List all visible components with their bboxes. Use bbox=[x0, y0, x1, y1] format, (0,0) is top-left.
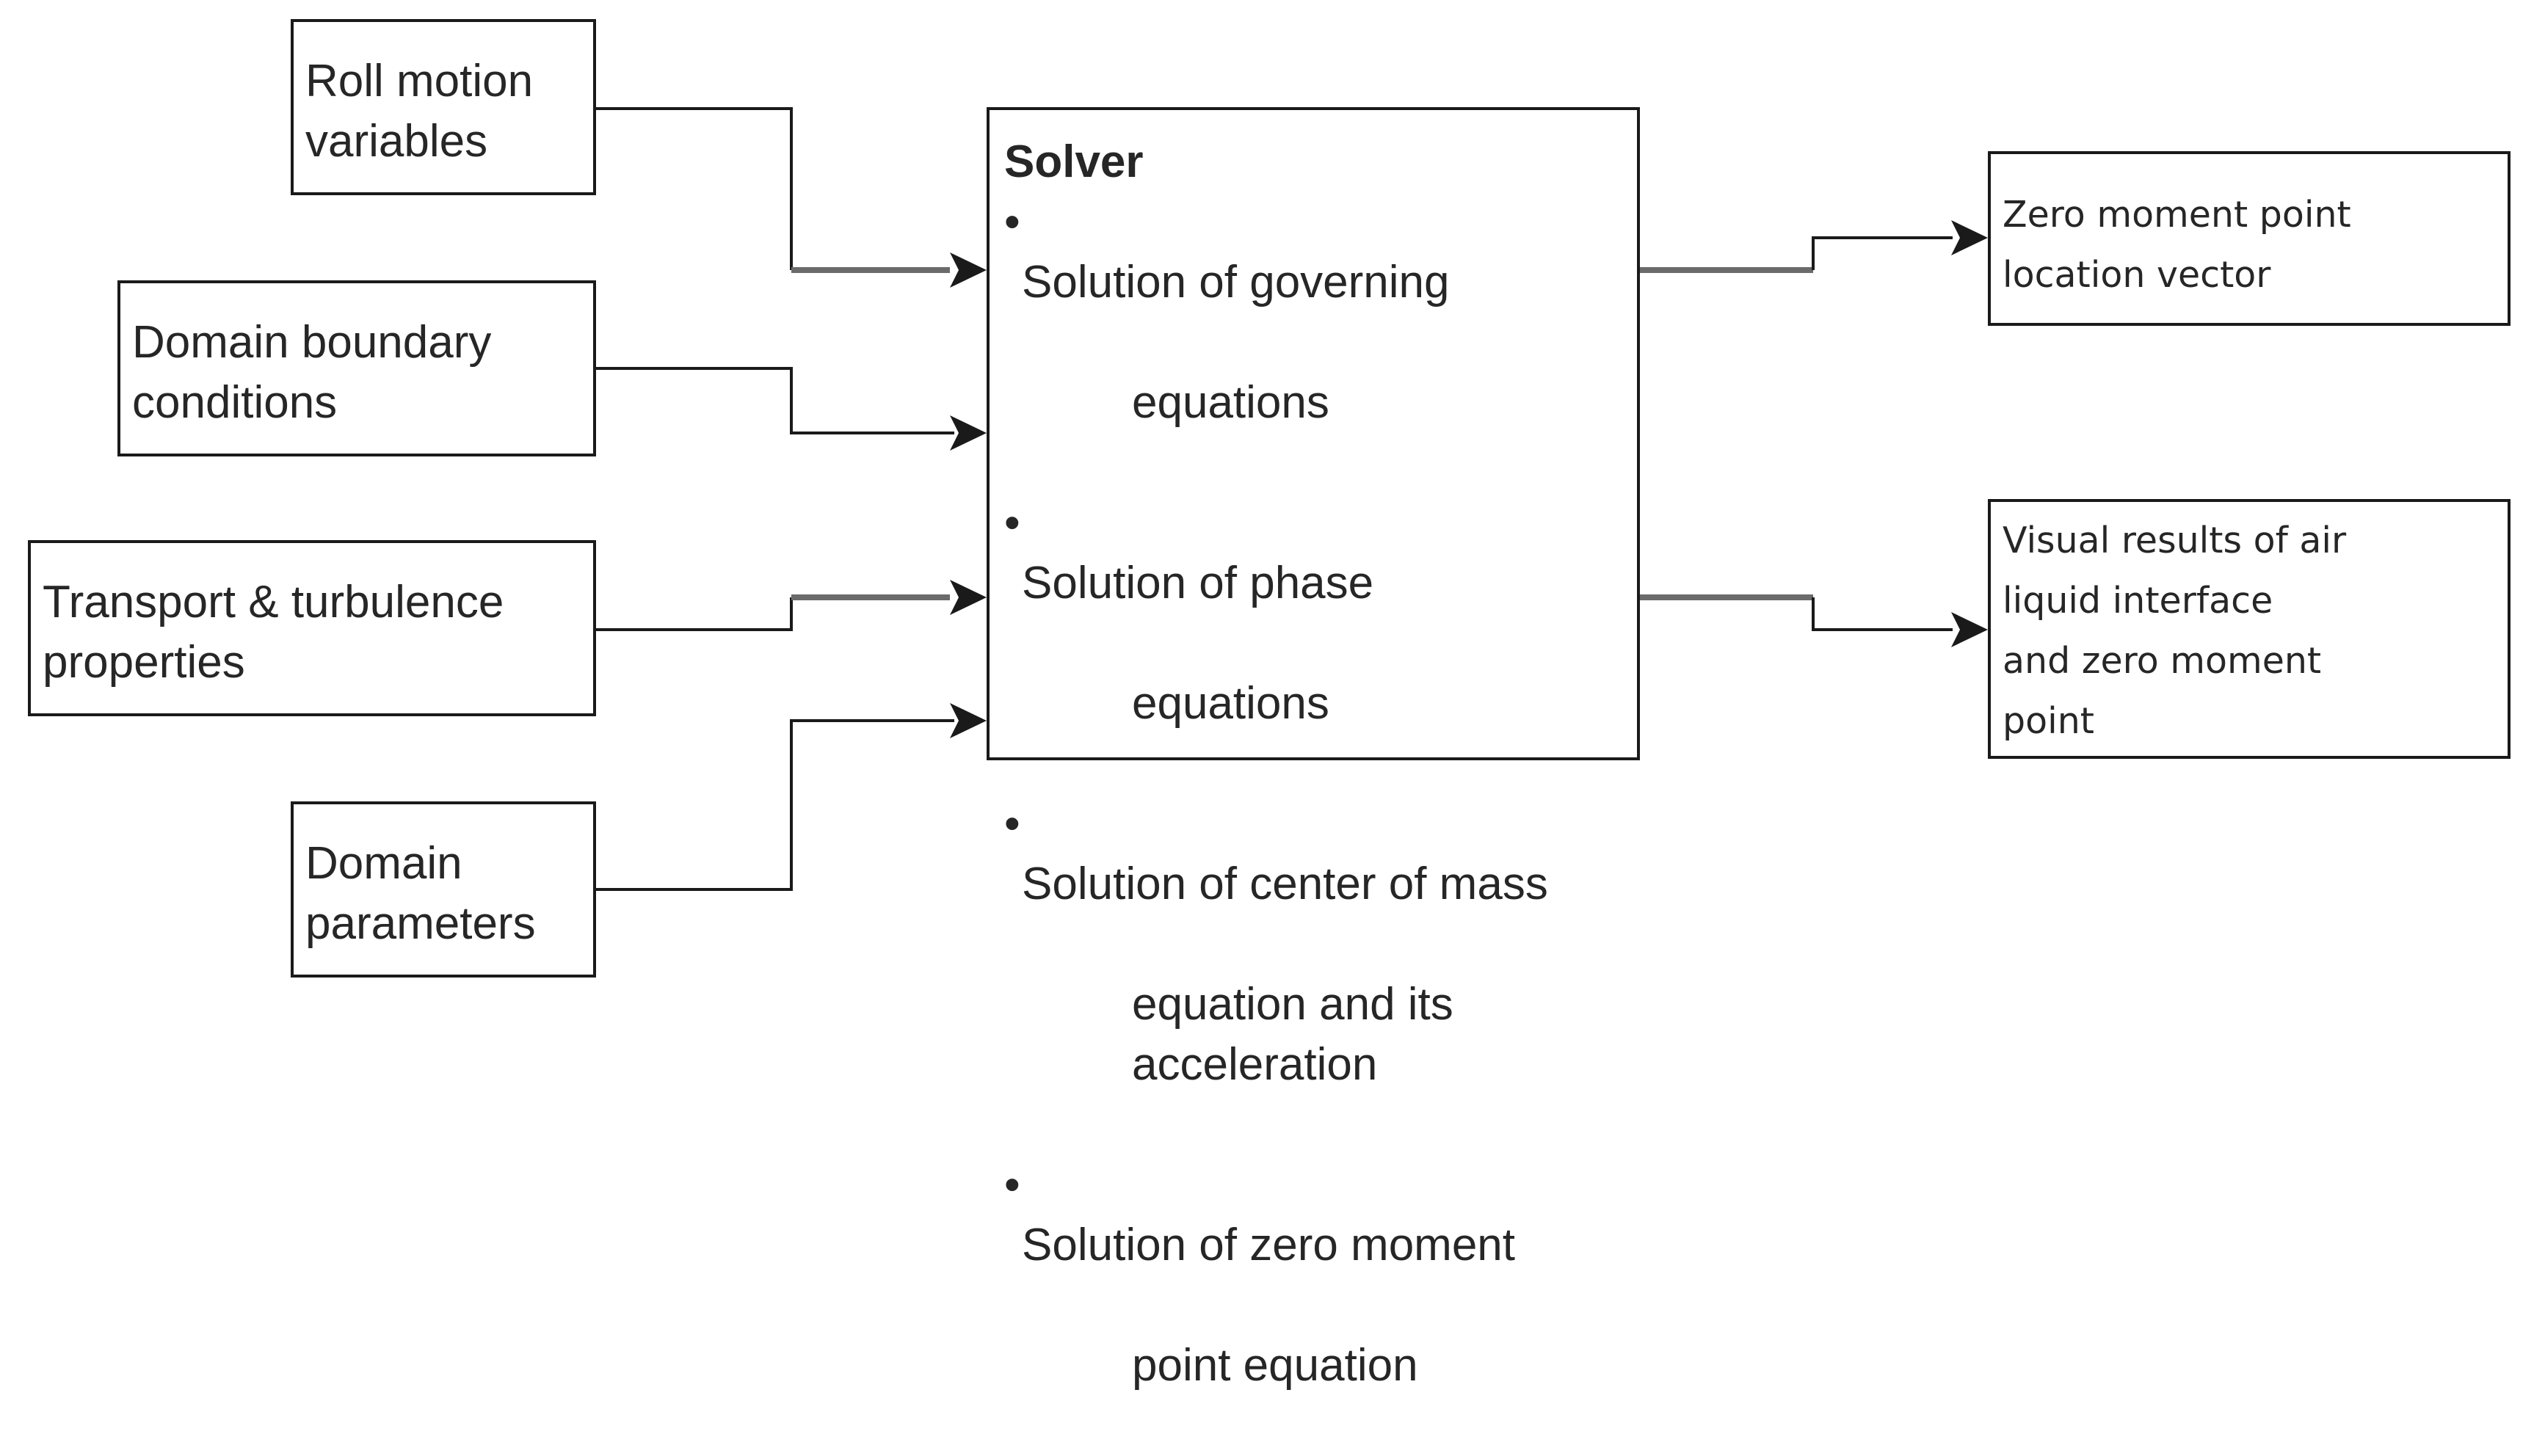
arrowhead-icon bbox=[950, 415, 987, 451]
solver-item-first-line: Solution of governing bbox=[1022, 257, 1450, 307]
arrowhead-icon bbox=[950, 252, 987, 288]
bullet-icon: • bbox=[1004, 498, 1020, 548]
input-label-domain-parameters: Domain parameters bbox=[305, 838, 536, 949]
arrowhead-icon bbox=[1951, 612, 1988, 647]
solver-item-continuation: equation and its acceleration bbox=[1132, 979, 1453, 1090]
solver-item-first-line: Solution of phase bbox=[1022, 558, 1374, 608]
output-label-zmp-vector: Zero moment point location vector bbox=[2003, 194, 2351, 296]
arrowhead-icon bbox=[950, 703, 987, 738]
solver-item-phase: • Solution of phase equations bbox=[1004, 493, 1548, 794]
connector-transport bbox=[596, 580, 987, 631]
input-label-roll-motion: Roll motion variables bbox=[305, 56, 534, 167]
solver-item-first-line: Solution of zero moment bbox=[1022, 1220, 1516, 1270]
input-box-domain-boundary: Domain boundary conditions bbox=[117, 280, 596, 456]
bullet-icon: • bbox=[1004, 798, 1020, 849]
arrowhead-icon bbox=[950, 580, 987, 615]
input-box-transport: Transport & turbulence properties bbox=[28, 540, 596, 716]
solver-item-continuation: point equation bbox=[1132, 1340, 1418, 1391]
connector-roll-motion bbox=[596, 107, 987, 288]
output-box-zmp-vector: Zero moment point location vector bbox=[1988, 151, 2511, 326]
solver-title: Solver bbox=[1004, 136, 1144, 187]
solver-item-governing: • Solution of governing equations bbox=[1004, 192, 1548, 493]
output-label-visual-results: Visual results of air liquid interface a… bbox=[2003, 520, 2347, 742]
connector-visual-results bbox=[1640, 594, 1988, 647]
connector-zmp-vector bbox=[1640, 220, 1988, 273]
solver-item-continuation: equations bbox=[1132, 678, 1329, 729]
solver-list: • Solution of governing equations • Solu… bbox=[1004, 192, 1548, 1456]
output-box-visual-results: Visual results of air liquid interface a… bbox=[1988, 499, 2511, 759]
solver-item-continuation: equations bbox=[1132, 377, 1329, 428]
solver-box: Solver • Solution of governing equations… bbox=[987, 107, 1640, 1391]
arrowhead-icon bbox=[1951, 220, 1988, 255]
solver-item-center-of-mass: • Solution of center of mass equation an… bbox=[1004, 794, 1548, 1155]
connector-domain-parameters bbox=[596, 703, 987, 891]
bullet-icon: • bbox=[1004, 1160, 1020, 1210]
connector-domain-boundary bbox=[596, 367, 987, 451]
input-box-roll-motion: Roll motion variables bbox=[291, 19, 596, 195]
input-box-domain-parameters: Domain parameters bbox=[291, 801, 596, 978]
solver-item-zero-moment: • Solution of zero moment point equation bbox=[1004, 1155, 1548, 1456]
block-diagram: Roll motion variables Domain boundary co… bbox=[28, 19, 2511, 1391]
input-label-domain-boundary: Domain boundary conditions bbox=[132, 317, 492, 428]
connector-layer bbox=[596, 107, 1988, 891]
bullet-icon: • bbox=[1004, 197, 1020, 247]
solver-item-first-line: Solution of center of mass bbox=[1022, 859, 1548, 909]
input-label-transport: Transport & turbulence properties bbox=[43, 577, 504, 688]
